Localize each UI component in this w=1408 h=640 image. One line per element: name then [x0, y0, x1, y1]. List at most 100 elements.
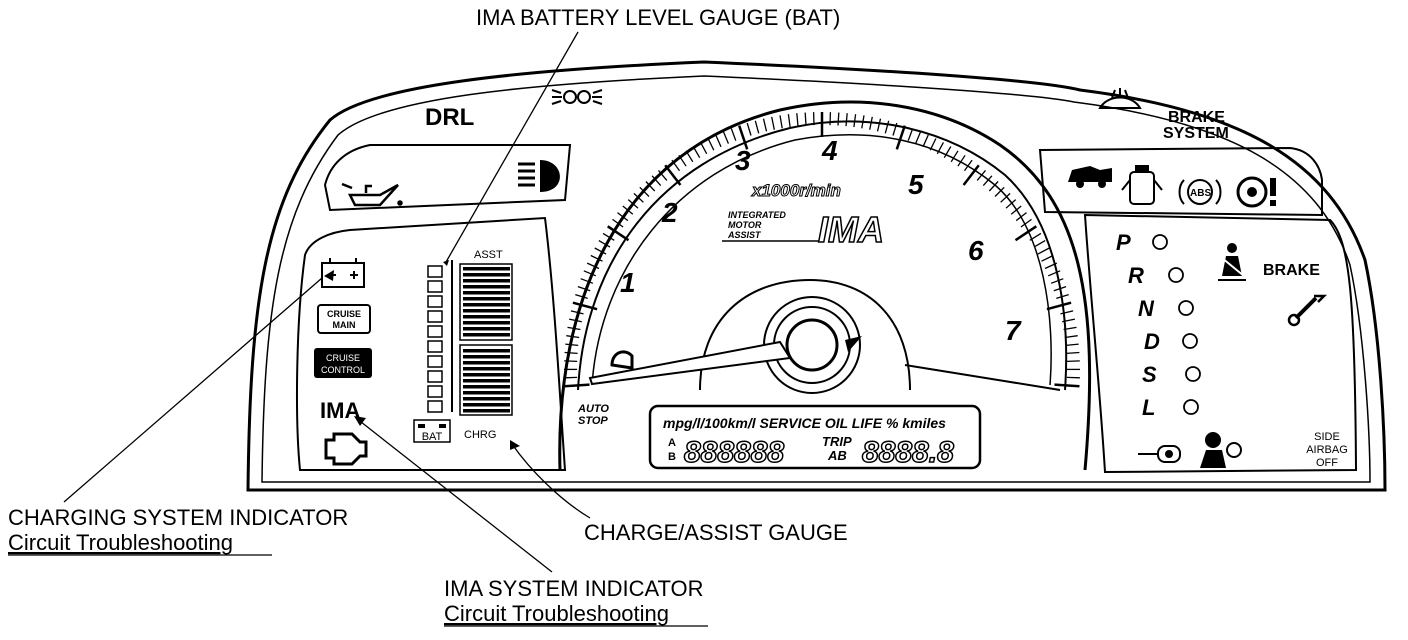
maintenance-wrench-icon	[1287, 294, 1328, 327]
oil-pressure-icon	[341, 182, 403, 207]
tach-tick	[715, 134, 722, 148]
gear-label-p: P	[1116, 230, 1131, 255]
charge-bar	[463, 385, 510, 389]
parking-light-icon	[551, 89, 603, 105]
charge-bar	[463, 409, 510, 413]
check-engine-icon	[324, 432, 368, 466]
tachometer-face	[577, 120, 1068, 391]
tach-needle	[588, 340, 792, 386]
tach-tick	[692, 146, 701, 159]
tach-tick	[869, 116, 873, 130]
charge-bar	[463, 367, 510, 371]
ima-troubleshooting-link[interactable]: Circuit Troubleshooting	[444, 601, 669, 626]
tach-tick	[730, 128, 737, 141]
seatbelt-reminder-icon	[1218, 243, 1246, 281]
tach-tick	[1066, 360, 1080, 363]
tach-tick	[722, 131, 730, 144]
tach-tick	[645, 181, 656, 192]
charging-system-icon	[321, 258, 365, 288]
cruise-main-label-2: MAIN	[333, 320, 356, 330]
charge-bar	[463, 403, 510, 407]
tach-tick	[1029, 232, 1042, 241]
assist-bar	[463, 315, 510, 319]
charge-assist-leader	[511, 443, 591, 519]
tach-tick	[1063, 326, 1077, 331]
battery-level-cell	[427, 295, 443, 308]
trunk-open-icon	[1068, 166, 1112, 188]
tach-tick	[586, 262, 600, 270]
tach-tick	[1064, 335, 1078, 339]
tach-number-7: 7	[1005, 315, 1022, 346]
assist-bar	[463, 297, 510, 301]
tach-tick	[895, 125, 906, 150]
tach-tick	[1060, 310, 1074, 315]
tach-tick	[1062, 318, 1076, 323]
assist-bar	[463, 333, 510, 337]
needle-rest-stop	[610, 350, 634, 370]
auto-stop-label-2: STOP	[578, 415, 608, 427]
tach-tick	[1005, 199, 1017, 209]
tach-tick	[657, 169, 668, 181]
tach-number-5: 5	[908, 169, 924, 200]
tach-tick	[575, 293, 588, 300]
tach-number-3: 3	[735, 145, 751, 176]
tach-tick	[671, 159, 681, 172]
gear-indicator-light	[1183, 399, 1199, 415]
assist-bar	[463, 279, 510, 283]
tach-tick	[1010, 205, 1022, 215]
tach-tick	[700, 142, 708, 155]
tach-tick	[738, 125, 749, 150]
ima-logo-line1: INTEGRATED	[728, 210, 786, 220]
assist-gauge-bars	[463, 267, 510, 337]
assist-bar	[463, 303, 510, 307]
door-open-icon	[1121, 165, 1163, 205]
cruise-control-indicator: CRUISE CONTROL	[314, 348, 372, 378]
bat-gauge-leader	[445, 31, 579, 263]
bat-leader-arrow	[443, 260, 449, 266]
tach-tick	[612, 218, 624, 228]
charging-troubleshooting-link[interactable]: Circuit Troubleshooting	[8, 530, 233, 555]
left-indicator-panel	[323, 144, 572, 212]
assist-bar	[463, 327, 510, 331]
chrg-label: CHRG	[464, 429, 496, 441]
side-airbag-label-3: OFF	[1316, 457, 1338, 469]
tach-tick	[845, 113, 848, 127]
side-airbag-label-2: AIRBAG	[1306, 444, 1348, 456]
tach-tick	[598, 240, 611, 248]
gear-label-l: L	[1142, 395, 1155, 420]
tach-tick	[929, 138, 937, 151]
tach-tick	[590, 254, 603, 262]
asst-label: ASST	[474, 249, 503, 261]
tach-tick	[1053, 285, 1067, 292]
tach-number-2: 2	[661, 197, 678, 228]
tach-tick	[907, 128, 914, 141]
brake-system-label-1: BRAKE	[1168, 109, 1225, 126]
tach-tick	[594, 247, 607, 255]
charge-assist-leader-arrow	[510, 440, 520, 450]
brake-label: BRAKE	[1263, 262, 1320, 279]
assist-bar	[463, 267, 510, 271]
tach-tick	[746, 122, 752, 136]
charge-bar	[463, 391, 510, 395]
high-beam-icon	[518, 160, 560, 192]
lcd-display	[648, 404, 982, 470]
right-gear-panel	[1083, 213, 1358, 474]
charge-bar	[463, 361, 510, 365]
lcd-header: mpg/l/100km/l SERVICE OIL LIFE % kmiles	[663, 415, 946, 431]
assist-bar	[463, 273, 510, 277]
tach-tick	[796, 113, 799, 127]
tach-tick	[779, 115, 783, 129]
ima-indicator-callout: IMA SYSTEM INDICATOR	[444, 576, 704, 601]
tachometer-tick-marks	[564, 112, 1080, 388]
tach-tick	[1033, 240, 1046, 248]
tach-tick	[884, 120, 890, 134]
tach-tick	[1056, 293, 1069, 300]
charge-bar	[463, 349, 510, 353]
cruise-main-label-1: CRUISE	[327, 309, 361, 319]
tach-tick	[922, 134, 929, 148]
tach-tick	[957, 154, 966, 167]
battery-level-cell	[427, 370, 443, 383]
tach-tick	[627, 199, 639, 209]
tach-tick	[570, 310, 584, 315]
tire-pressure-icon	[1236, 176, 1276, 208]
